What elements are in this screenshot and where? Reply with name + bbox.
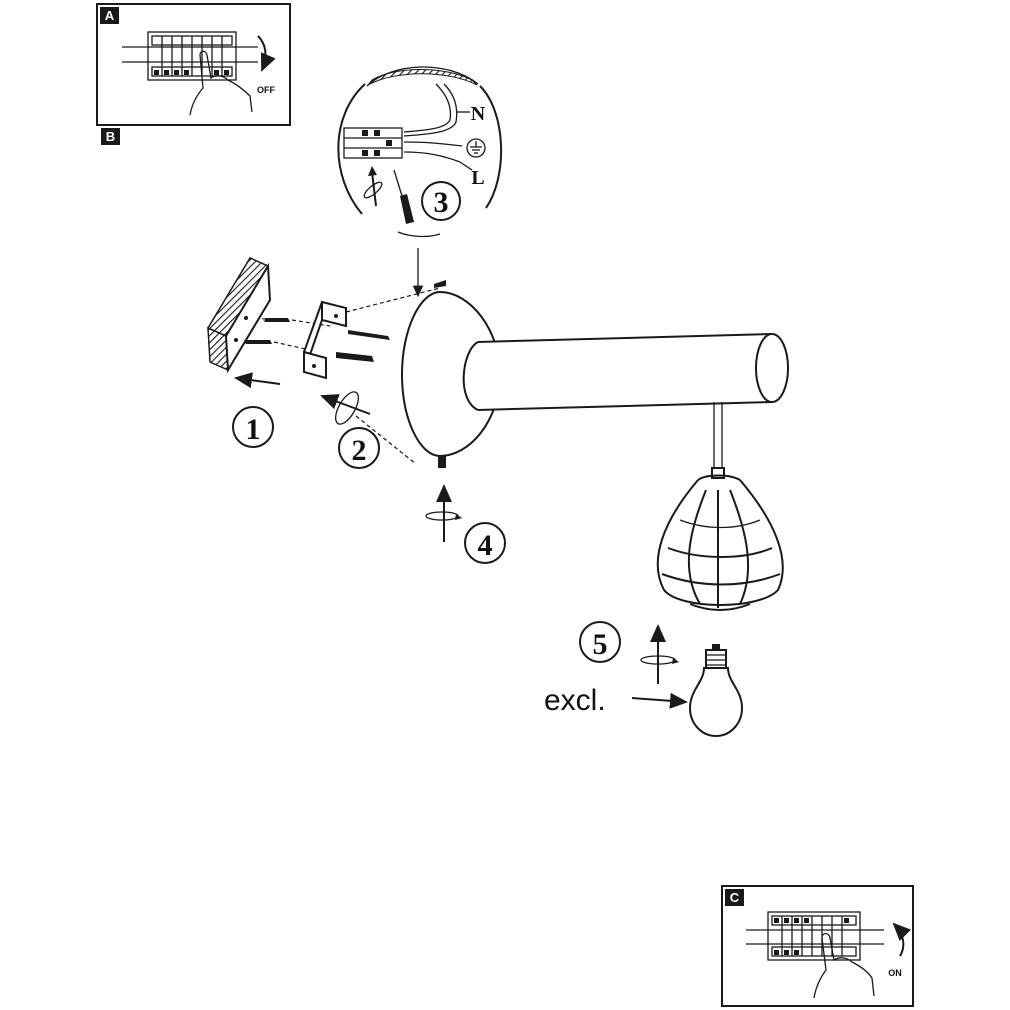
lamp-arm <box>462 333 789 411</box>
guide-plug-lower <box>273 341 311 351</box>
panel-a-letter: A <box>105 8 115 23</box>
panel-c-frame <box>721 885 914 1007</box>
panel-a-switch-off: A OFF <box>96 3 291 126</box>
step-5-badge <box>579 621 621 663</box>
wall-section <box>206 257 272 374</box>
panel-c-badge <box>725 889 744 906</box>
step-5-number: 5 <box>593 628 608 661</box>
wall-plugs <box>244 318 290 344</box>
cage-shade <box>656 467 784 611</box>
breaker-panel-icon <box>746 911 884 961</box>
panel-c-letter: C <box>730 890 740 905</box>
guide-bottom-screw <box>355 415 417 465</box>
detail-circle-left <box>337 83 366 215</box>
step-2-number: 2 <box>352 434 367 467</box>
step-4-fastening <box>425 484 462 542</box>
top-screw <box>434 280 446 288</box>
panel-a-frame <box>96 3 291 126</box>
terminal-block-icon <box>343 127 403 159</box>
step-2-arrow <box>320 394 371 415</box>
step-4-number: 4 <box>478 529 493 562</box>
panel-b-letter: B <box>106 129 115 144</box>
step-3-badge <box>421 181 461 221</box>
ceiling-hatch <box>367 69 478 86</box>
bulb-excluded-label: excl. <box>544 684 606 717</box>
wire-label-l: L <box>471 167 484 189</box>
step-4-badge <box>464 522 506 564</box>
light-bulb-icon <box>688 644 744 738</box>
step-2-badge <box>338 427 380 469</box>
screwdriver-icon <box>393 169 414 224</box>
step-2-rotate-icon <box>334 391 360 425</box>
wiring-detail: N L 3 <box>337 66 502 238</box>
panel-a-switch-label: OFF <box>257 85 275 95</box>
lamp-base <box>400 291 502 457</box>
mounting-bracket <box>303 300 347 380</box>
wire-label-n: N <box>471 103 486 125</box>
step-5-fastening <box>640 624 679 684</box>
lamp-arm-end <box>755 333 789 403</box>
hand-icon <box>189 50 253 116</box>
panel-b: B <box>101 128 120 145</box>
cable-wires <box>403 83 463 163</box>
panel-b-badge <box>101 128 120 145</box>
hand-icon <box>813 932 875 999</box>
switch-up-arrow-icon <box>892 922 911 957</box>
step-3-number: 3 <box>434 186 449 219</box>
bottom-screw <box>438 456 446 468</box>
earth-ground-icon <box>466 138 486 158</box>
switch-down-arrow-icon <box>257 35 276 72</box>
panel-c-switch-label: ON <box>888 968 902 978</box>
twist-rotate-icon <box>363 166 383 207</box>
step-1-arrow <box>234 372 281 389</box>
step-1-number: 1 <box>246 413 261 446</box>
mounting-screws <box>336 330 390 362</box>
guide-top-screw <box>345 287 441 313</box>
panel-a-badge <box>100 7 119 24</box>
excl-arrow <box>631 692 688 709</box>
detail-circle-right <box>479 85 502 209</box>
panel-c-switch-on: C ON <box>721 885 914 1007</box>
breaker-panel-icon <box>122 31 258 81</box>
pendant-cable <box>713 402 723 470</box>
step-1-badge <box>232 406 274 448</box>
